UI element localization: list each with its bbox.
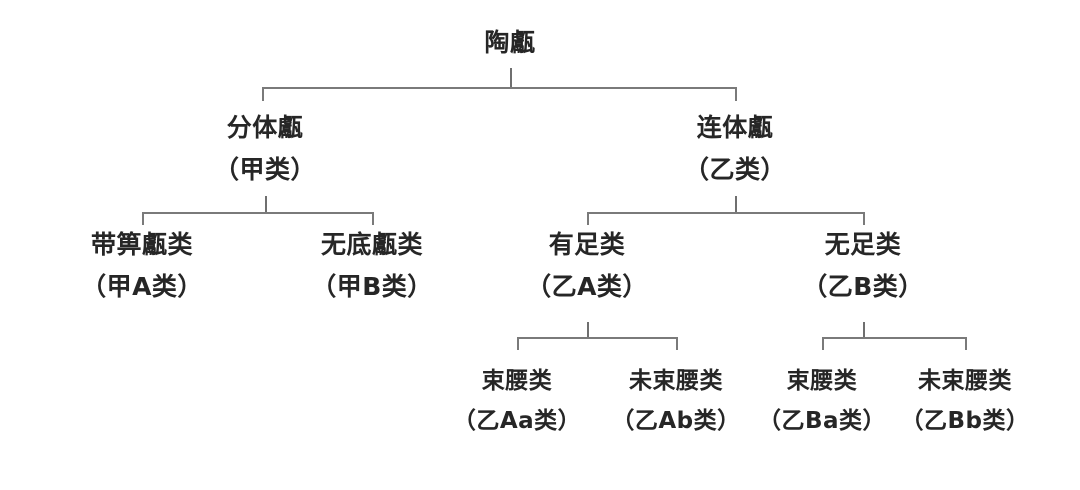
- node-separate-body-yan-title: 分体甗: [226, 113, 304, 142]
- node-unwaisted-bb: 未束腰类 （乙Bb类）: [901, 370, 1030, 433]
- connector-root-drop-left: [262, 87, 264, 101]
- node-footed-title: 有足类: [548, 230, 626, 259]
- node-unwaisted-ab-code: （乙Ab类）: [611, 408, 741, 434]
- connector-right-drop-c: [587, 212, 589, 225]
- connector-right-drop-d: [863, 212, 865, 225]
- node-with-grate-yan-code: （甲A类）: [81, 272, 203, 301]
- connector-left-drop-b: [372, 212, 374, 225]
- connector-left-bar: [142, 212, 372, 214]
- node-footless: 无足类 （乙B类）: [802, 232, 924, 299]
- node-root-title: 陶甗: [484, 28, 536, 57]
- node-waisted-ba: 束腰类 （乙Ba类）: [758, 370, 886, 433]
- node-separate-body-yan-code: （甲类）: [213, 155, 317, 184]
- connector-footless-stem: [863, 322, 865, 338]
- connector-footless-drop-d: [965, 337, 967, 350]
- node-joined-body-yan-title: 连体甗: [696, 113, 774, 142]
- node-bottomless-yan-title: 无底甗类: [320, 230, 423, 259]
- node-footless-code: （乙B类）: [802, 272, 924, 301]
- node-waisted-ba-code: （乙Ba类）: [757, 408, 887, 434]
- node-unwaisted-bb-code: （乙Bb类）: [900, 408, 1030, 434]
- connector-root-bar: [262, 87, 735, 89]
- node-footed: 有足类 （乙A类）: [526, 232, 648, 299]
- node-waisted-aa: 束腰类 （乙Aa类）: [453, 370, 581, 433]
- connector-footless-drop-c: [822, 337, 824, 350]
- node-separate-body-yan: 分体甗 （甲类）: [214, 115, 316, 182]
- connector-left-drop-a: [142, 212, 144, 225]
- node-root: 陶甗: [484, 30, 535, 55]
- node-with-grate-yan: 带箅甗类 （甲A类）: [81, 232, 203, 299]
- connector-footless-bar: [822, 337, 965, 339]
- connector-footed-stem: [587, 322, 589, 338]
- connector-footed-drop-a: [517, 337, 519, 350]
- connector-left-stem: [265, 196, 267, 213]
- node-waisted-aa-code: （乙Aa类）: [452, 408, 582, 434]
- node-waisted-aa-title: 束腰类: [481, 368, 553, 394]
- node-unwaisted-ab-title: 未束腰类: [628, 368, 723, 394]
- connector-root-stem: [510, 68, 512, 88]
- node-joined-body-yan: 连体甗 （乙类）: [684, 115, 786, 182]
- node-footed-code: （乙A类）: [526, 272, 648, 301]
- node-bottomless-yan: 无底甗类 （甲B类）: [311, 232, 433, 299]
- connector-right-bar: [587, 212, 863, 214]
- node-waisted-ba-title: 束腰类: [786, 368, 858, 394]
- connector-footed-bar: [517, 337, 676, 339]
- connector-root-drop-right: [735, 87, 737, 101]
- node-bottomless-yan-code: （甲B类）: [311, 272, 433, 301]
- node-with-grate-yan-title: 带箅甗类: [90, 230, 194, 259]
- node-unwaisted-bb-title: 未束腰类: [918, 368, 1012, 394]
- node-footless-title: 无足类: [824, 230, 902, 259]
- node-joined-body-yan-code: （乙类）: [683, 155, 787, 184]
- node-unwaisted-ab: 未束腰类 （乙Ab类）: [611, 370, 740, 433]
- connector-right-stem: [735, 196, 737, 213]
- connector-footed-drop-b: [676, 337, 678, 350]
